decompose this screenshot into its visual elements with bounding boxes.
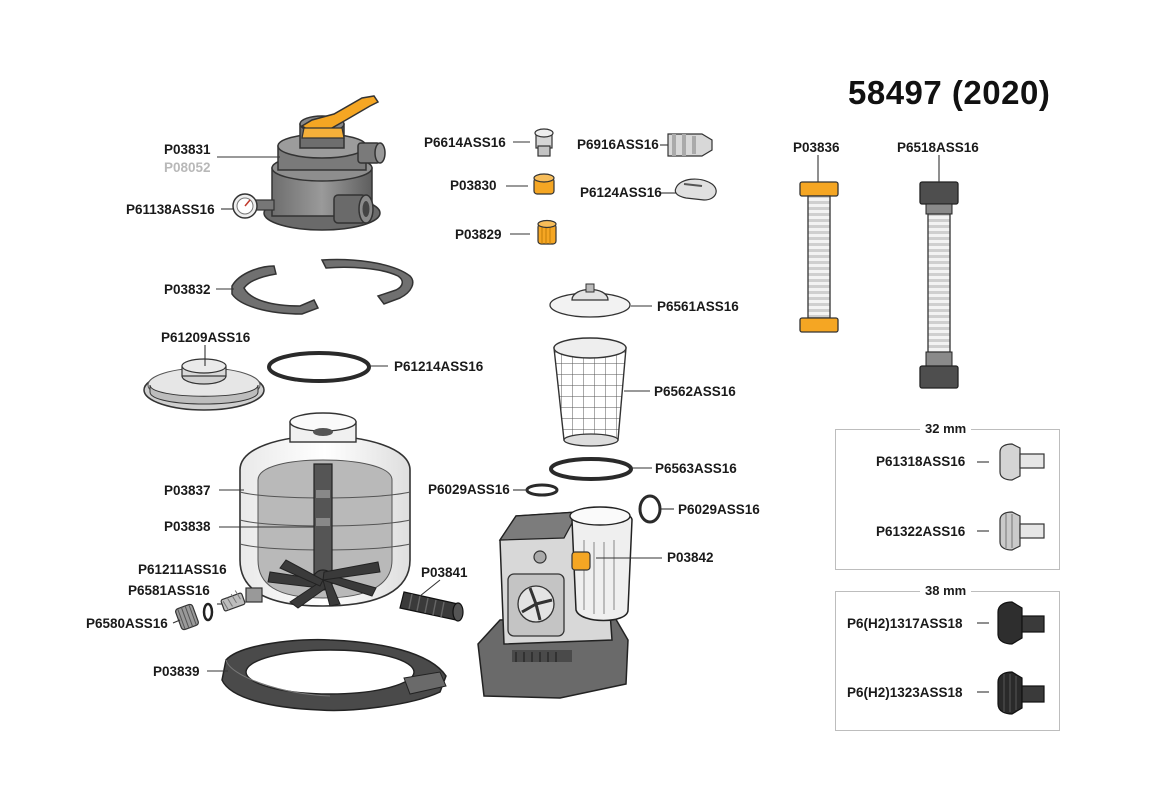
leader-lines xyxy=(172,141,989,693)
strainer-basket xyxy=(553,337,627,447)
label-p03829: P03829 xyxy=(455,227,502,242)
hose-orange-ends xyxy=(799,181,839,333)
group-box-38mm-title: 38 mm xyxy=(920,584,972,597)
hose-grey-ends xyxy=(919,181,959,389)
tank-base xyxy=(221,638,447,712)
multiport-valve xyxy=(263,95,386,231)
orange-nut-ribbed xyxy=(537,219,557,245)
label-p03832: P03832 xyxy=(164,282,211,297)
label-p03842: P03842 xyxy=(667,550,714,565)
pressure-gauge xyxy=(232,193,275,219)
label-p6563ass16: P6563ASS16 xyxy=(655,461,737,476)
label-p6029ass16-right: P6029ASS16 xyxy=(678,502,760,517)
label-p61211ass16: P61211ASS16 xyxy=(138,562,227,577)
label-p6561ass16: P6561ASS16 xyxy=(657,299,739,314)
label-p03831: P03831 xyxy=(164,142,211,157)
orange-nut-small xyxy=(533,173,555,195)
label-p03839: P03839 xyxy=(153,664,200,679)
label-p61138ass16: P61138ASS16 xyxy=(126,202,215,217)
label-p61209ass16: P61209ASS16 xyxy=(161,330,251,345)
label-p61318ass16: P61318ASS16 xyxy=(876,454,966,469)
label-p6562ass16: P6562ASS16 xyxy=(654,384,736,399)
plunger-valve-38-a xyxy=(997,601,1045,645)
small-o-ring-right xyxy=(638,494,662,524)
label-p6h21317ass18: P6(H2)1317ASS18 xyxy=(847,616,963,631)
label-p03830: P03830 xyxy=(450,178,497,193)
label-p03838: P03838 xyxy=(164,519,211,534)
label-p61214ass16: P61214ASS16 xyxy=(394,359,484,374)
filter-pump xyxy=(477,506,633,699)
air-release-valve xyxy=(667,133,713,157)
pressure-relief-cap xyxy=(674,178,717,201)
lateral-assembly xyxy=(267,463,381,609)
label-p03841: P03841 xyxy=(421,565,468,580)
hose-barb-fitting xyxy=(534,128,554,157)
label-p03837: P03837 xyxy=(164,483,211,498)
plunger-valve-32-a xyxy=(999,443,1045,481)
label-p08052: P08052 xyxy=(164,160,211,175)
group-box-38mm xyxy=(835,591,1060,731)
label-p61322ass16: P61322ASS16 xyxy=(876,524,966,539)
plunger-valve-38-b xyxy=(997,671,1045,715)
model-title: 58497 (2020) xyxy=(848,74,1051,111)
inlet-strainer xyxy=(399,591,464,622)
pump-lid-o-ring xyxy=(549,457,633,481)
group-box-32mm-title: 32 mm xyxy=(920,422,972,435)
label-p6124ass16: P6124ASS16 xyxy=(580,185,662,200)
tank-lid xyxy=(143,358,265,411)
label-p03836: P03836 xyxy=(793,140,840,155)
tank-o-ring xyxy=(267,351,371,383)
small-o-ring-left xyxy=(525,483,559,497)
label-p6916ass16: P6916ASS16 xyxy=(577,137,659,152)
clamp-halves xyxy=(231,258,414,315)
group-box-32mm xyxy=(835,429,1060,570)
label-p6581ass16: P6581ASS16 xyxy=(128,583,210,598)
plunger-valve-32-b xyxy=(999,511,1045,551)
label-p6614ass16: P6614ASS16 xyxy=(424,135,506,150)
label-p6h21323ass18: P6(H2)1323ASS18 xyxy=(847,685,963,700)
label-p6029ass16-left: P6029ASS16 xyxy=(428,482,510,497)
label-p6518ass16: P6518ASS16 xyxy=(897,140,979,155)
strainer-lid xyxy=(549,283,631,318)
label-p6580ass16: P6580ASS16 xyxy=(86,616,168,631)
